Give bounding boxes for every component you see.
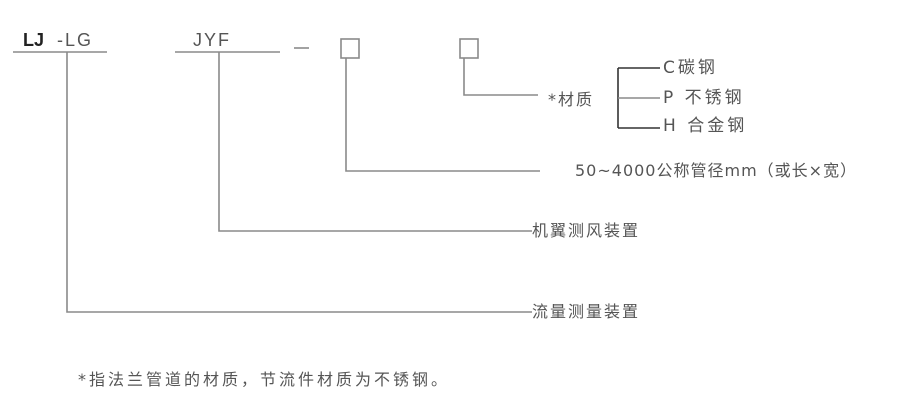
material-option-h: H 合金钢: [663, 118, 747, 135]
placeholder-box-material: [459, 38, 479, 59]
code-segment-jyf: JYF: [193, 30, 232, 50]
branch-device-label: 机翼测风装置: [532, 221, 641, 240]
material-code: P: [663, 88, 677, 108]
branch-size-label: 50~4000公称管径mm（或长×宽）: [575, 161, 858, 180]
material-option-p: P 不锈钢: [663, 90, 745, 107]
code-prefix: LJ: [23, 30, 45, 50]
branch-series-label: 流量测量装置: [532, 302, 641, 321]
material-name: 碳钢: [677, 58, 718, 78]
material-name: 不锈钢: [684, 88, 745, 108]
material-code: C: [663, 58, 678, 78]
footnote: *指法兰管道的材质，节流件材质为不锈钢。: [78, 370, 451, 389]
material-option-c: C碳钢: [663, 60, 718, 77]
code-prefix-suffix: -LG: [57, 30, 94, 50]
leader-series: [66, 52, 532, 313]
material-name: 合金钢: [687, 116, 748, 136]
leader-device: [218, 52, 532, 232]
material-code: H: [663, 116, 679, 136]
branch-material-label: *材质: [548, 90, 595, 109]
leader-size: [345, 58, 540, 172]
leader-material: [463, 58, 538, 96]
placeholder-box-size: [340, 38, 360, 59]
